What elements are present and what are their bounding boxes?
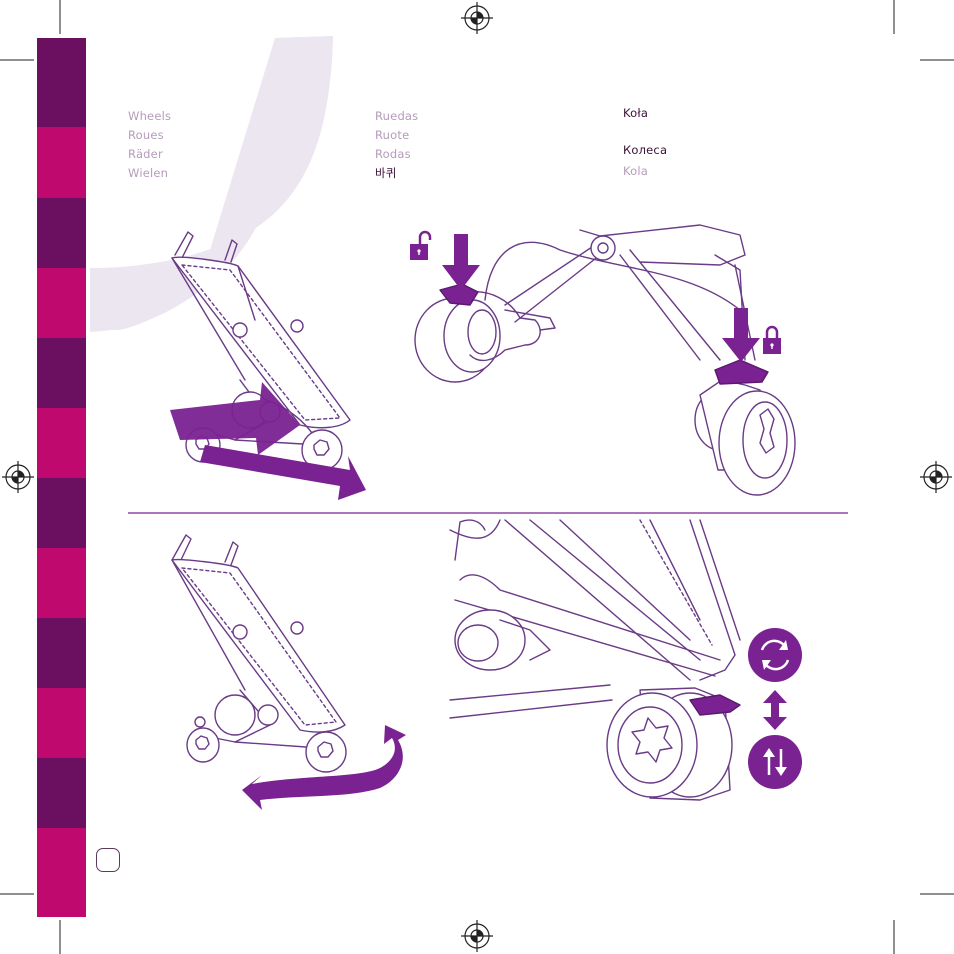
registration-mark-left [2, 461, 34, 493]
label-wheels-ko: 바퀴 [375, 166, 397, 180]
label-wheels-pl: Koła [623, 106, 648, 120]
label-wheels-en: Wheels [128, 109, 171, 123]
swivel-wheel-closeup [450, 520, 740, 800]
label-wheels-it: Ruote [375, 128, 409, 142]
label-wheels-ru: Колеса [623, 143, 667, 157]
label-wheels-cs: Kola [623, 164, 648, 178]
press-arrow-left [442, 234, 480, 290]
label-wheels-de: Räder [128, 147, 163, 161]
label-wheels-pt: Rodas [375, 147, 411, 161]
straight-arrows-icon [748, 735, 802, 789]
closed-padlock-icon [763, 327, 781, 354]
up-down-arrow-icon [763, 690, 787, 730]
label-wheels-fr: Roues [128, 128, 164, 142]
registration-mark-top [461, 2, 493, 34]
label-wheels-nl: Wielen [128, 166, 168, 180]
page-number-box [96, 848, 120, 872]
stroller-bottom-left [172, 535, 346, 772]
registration-mark-bottom [461, 920, 493, 952]
label-wheels-es: Ruedas [375, 109, 418, 123]
registration-mark-right [920, 461, 952, 493]
open-padlock-icon [410, 232, 430, 260]
rotate-arrows-icon [748, 628, 802, 682]
